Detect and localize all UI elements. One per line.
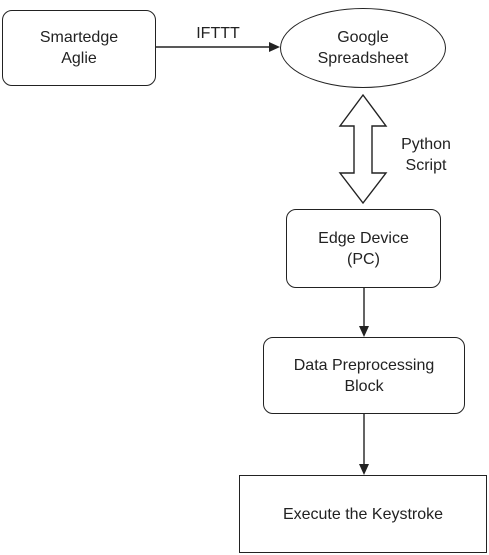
edge-device-line2: (PC) (347, 250, 380, 268)
ifttt-label: IFTTT (196, 25, 240, 42)
smartedge-line1: Smartedge (39, 29, 119, 46)
google-sheet-line2: Spreadsheet (317, 50, 409, 67)
python-label-line1: Python (401, 136, 451, 153)
python-script-label: Python Script (392, 134, 460, 176)
python-double-arrow (338, 93, 388, 205)
preprocessing-to-keystroke-arrowhead (359, 464, 369, 475)
edge-device-line1: Edge Device (318, 229, 409, 247)
data-preprocessing-node: Data Preprocessing Block (263, 337, 465, 414)
preprocessing-line2: Block (344, 377, 384, 395)
google-spreadsheet-node: Google Spreadsheet (280, 8, 446, 88)
google-sheet-line1: Google (337, 29, 389, 46)
keystroke-line1: Execute the Keystroke (282, 505, 444, 523)
ifttt-arrowhead (269, 42, 280, 52)
edge-device-node: Edge Device (PC) (286, 209, 441, 288)
edge-to-preprocessing-arrowhead (359, 326, 369, 337)
preprocessing-line1: Data Preprocessing (293, 356, 435, 374)
smartedge-line2: Aglie (61, 50, 97, 67)
python-label-line2: Script (405, 157, 447, 174)
smartedge-aglie-node: Smartedge Aglie (2, 10, 156, 86)
execute-keystroke-node: Execute the Keystroke (239, 475, 487, 553)
